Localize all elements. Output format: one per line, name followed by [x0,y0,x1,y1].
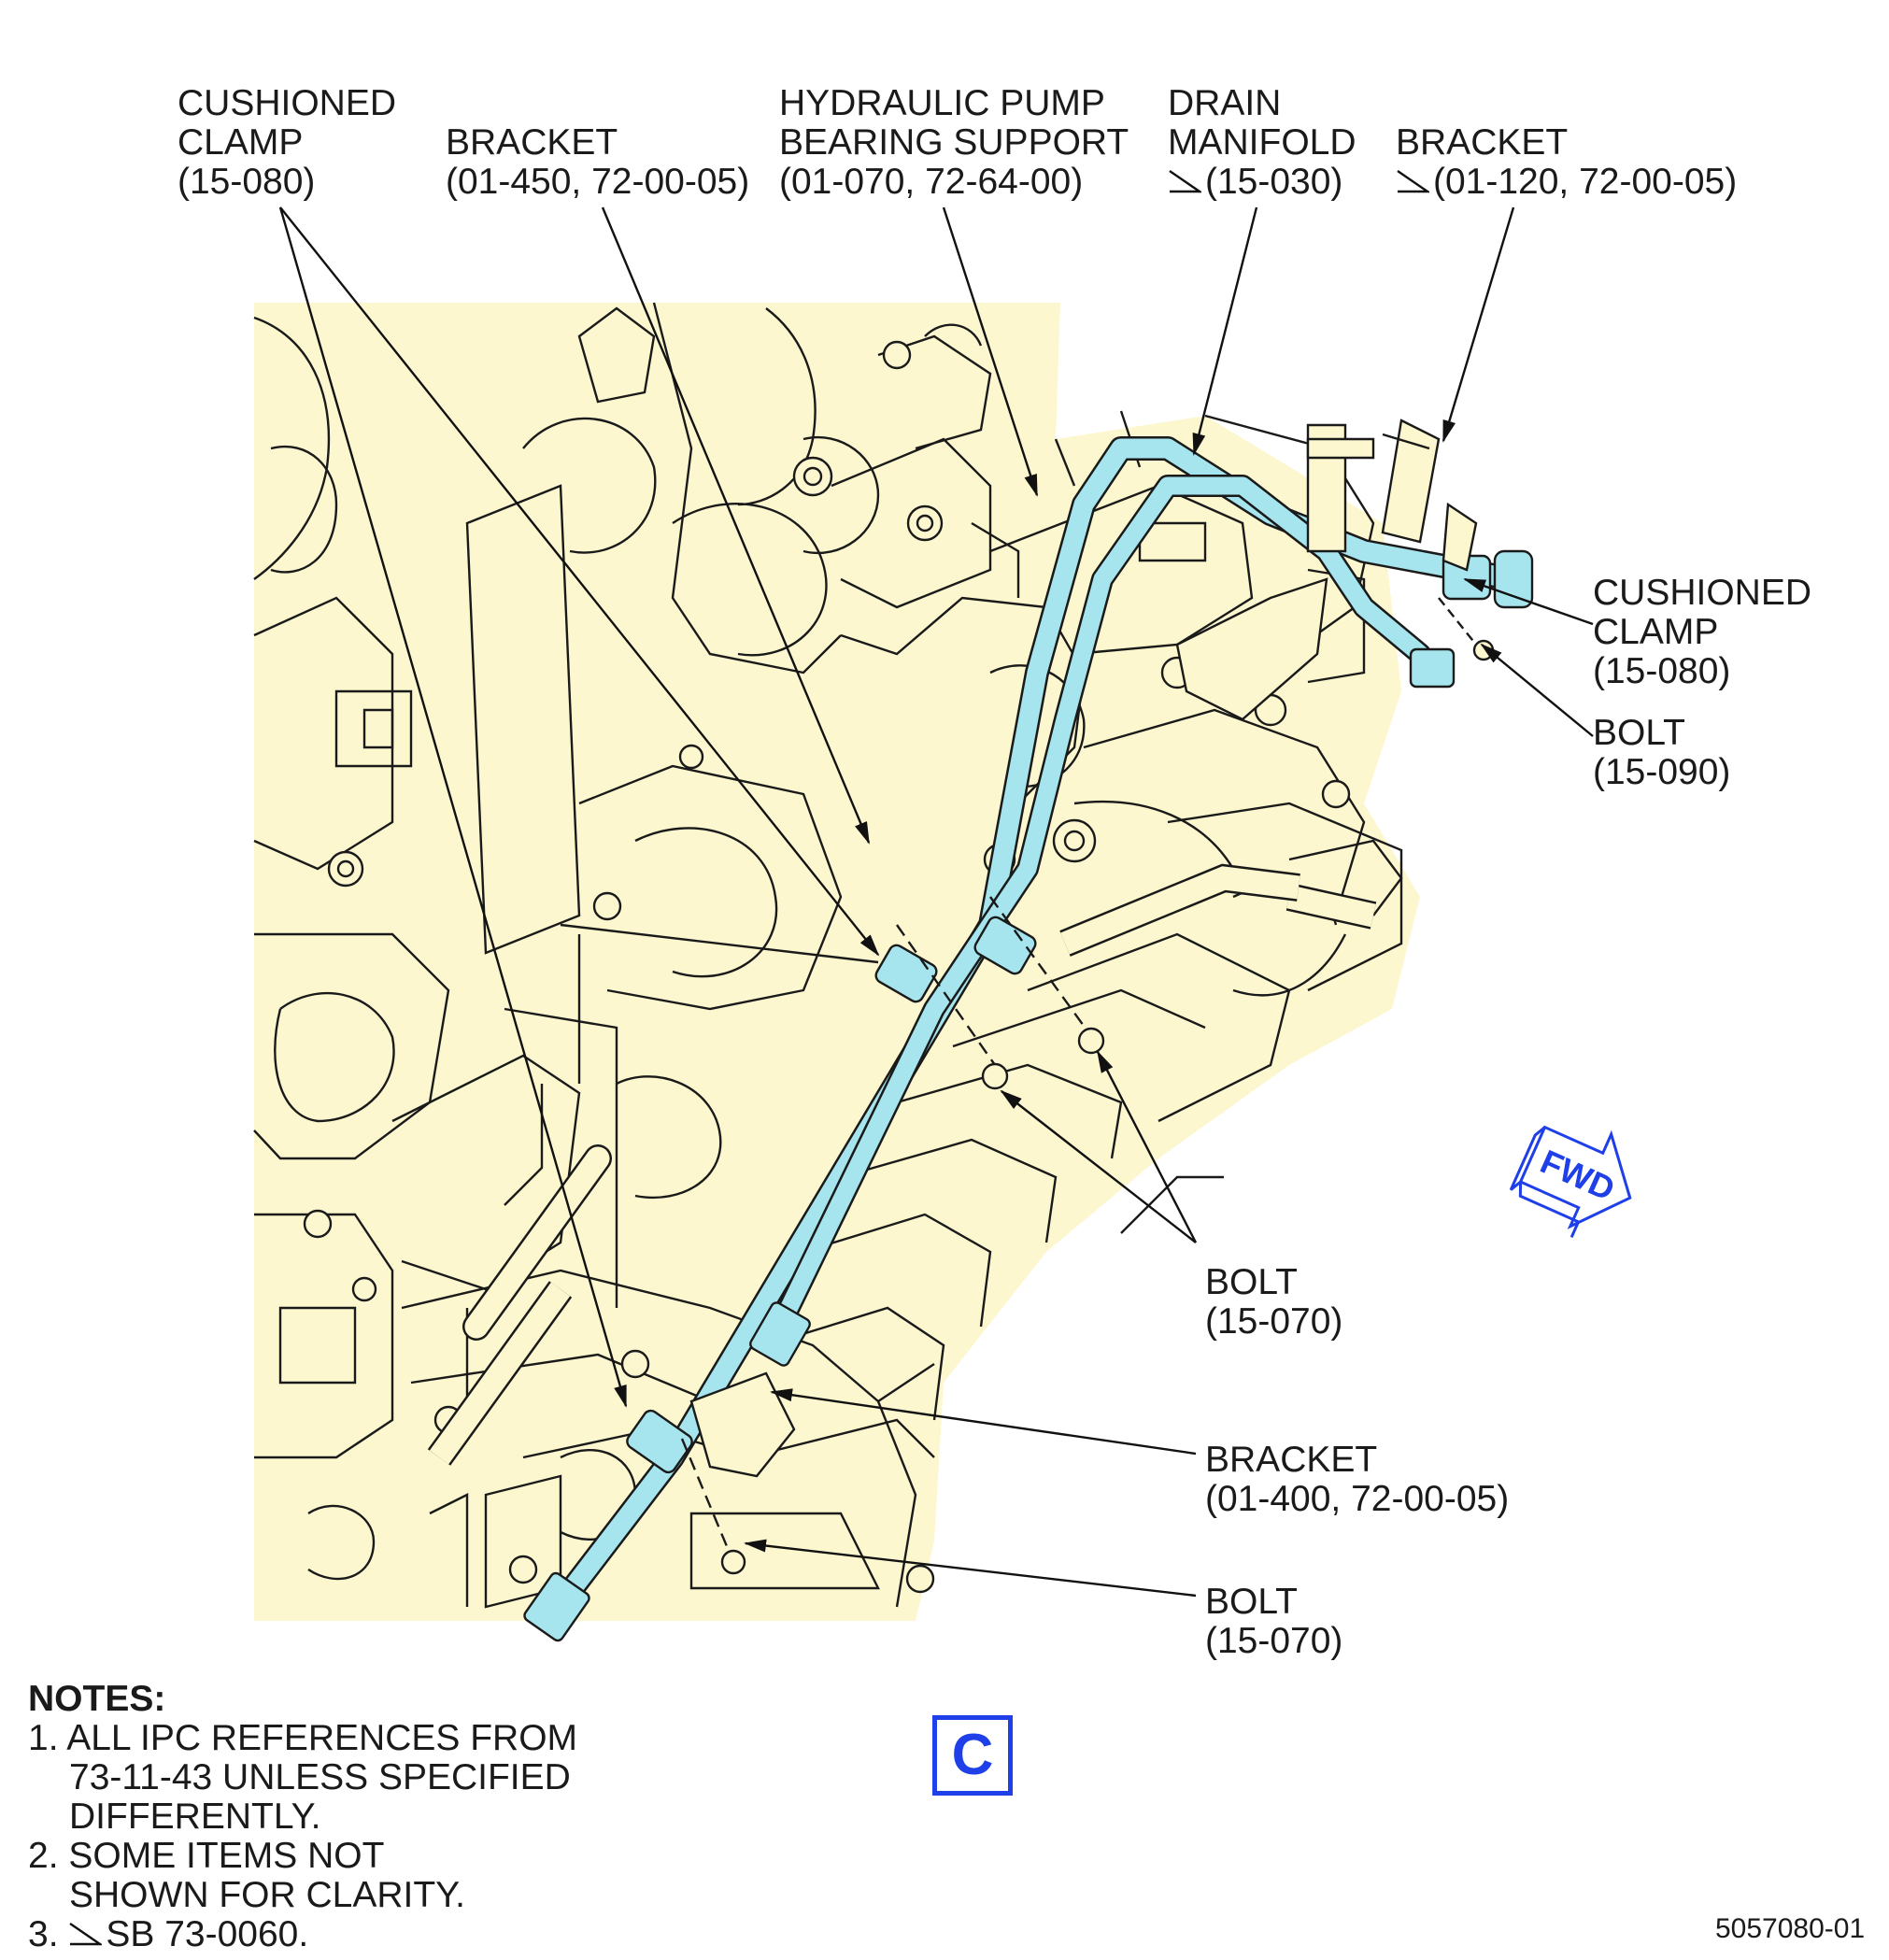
note-2: 2. SOME ITEMS NOT [28,1836,385,1876]
leader-bolt-15-070-upper-a [1000,1089,1197,1243]
leader-bracket-01-450 [601,206,871,845]
leader-cushioned-clamp-left-b [279,206,880,957]
upper-right-brackets [1175,419,1478,721]
leader-cushioned-clamp-right [1463,577,1594,626]
callout-hydraulic-pump-bearing-support: HYDRAULIC PUMP BEARING SUPPORT (01-070, … [779,83,1129,202]
note-3: 3. SB 73-0060. [28,1914,309,1954]
fluid-line-left [427,863,1377,1466]
note-1: 1. ALL IPC REFERENCES FROM [28,1718,578,1758]
sb-change-triangle-icon [1169,170,1201,193]
leader-drain-manifold [1192,206,1258,456]
sb-change-triangle-icon [1397,170,1429,193]
callout-cushioned-clamp-right: CUSHIONED CLAMP (15-080) [1593,573,1812,691]
callout-bracket-01-400: BRACKET (01-400, 72-00-05) [1205,1440,1510,1519]
notes-title: NOTES: [28,1679,166,1719]
leader-bearing-support [942,206,1039,497]
leader-bolt-15-070-lower [744,1539,1197,1598]
notes-block: NOTES: 1. ALL IPC REFERENCES FROM 73-11-… [28,1679,578,1954]
leader-cushioned-clamp-left-a [278,206,628,1408]
sb-change-triangle-icon [69,1923,103,1946]
callout-bracket-01-120: BRACKET (01-120, 72-00-05) [1396,122,1738,202]
view-label-box: C [932,1715,1013,1796]
lower-bracket [689,1371,796,1478]
fwd-direction-arrow: FWD [1509,1125,1632,1238]
figure-number: 5057080-01 [1715,1913,1866,1944]
leader-bracket-01-120 [1442,206,1515,443]
callout-bolt-15-070-lower: BOLT (15-070) [1205,1582,1343,1661]
leader-bolt-15-070-upper-b [1096,1050,1198,1243]
callout-bolt-15-090: BOLT (15-090) [1593,713,1731,792]
leader-bracket-01-400 [770,1388,1197,1456]
callout-bracket-01-450: BRACKET (01-450, 72-00-05) [446,122,750,202]
callout-bolt-15-070-upper: BOLT (15-070) [1205,1262,1343,1342]
engine-linework [253,302,1403,1609]
callout-drain-manifold: DRAIN MANIFOLD (15-030) [1168,83,1356,202]
leader-bolt-15-090 [1480,643,1594,737]
callout-cushioned-clamp-left: CUSHIONED CLAMP (15-080) [178,83,397,202]
leader-lines [278,206,1594,1598]
